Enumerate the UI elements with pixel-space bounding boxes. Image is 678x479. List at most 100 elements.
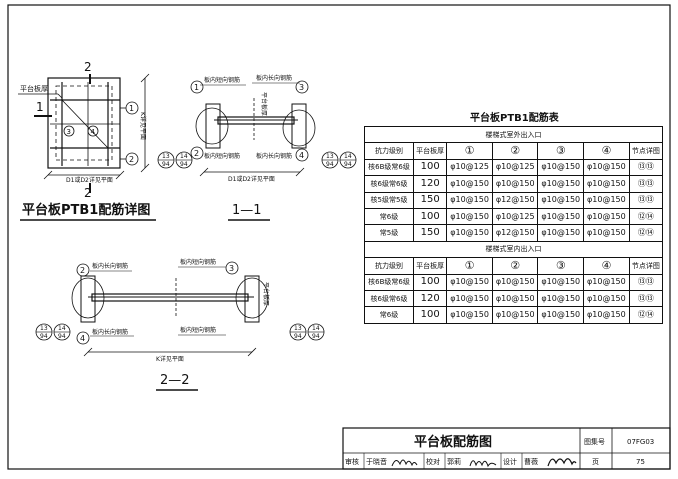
table-cell: φ10@150 [537,207,585,226]
checker-name: 郭莉 [447,457,461,466]
design-label: 设计 [503,457,517,466]
s2-ref-b-bottom: 94 [58,333,66,340]
table-cell: 100 [413,158,448,177]
table-cell: φ10@150 [537,273,585,291]
plan-circle-3: 3 [67,128,71,136]
s1-circle-4: 4 [299,151,304,160]
table-cell: 核6B级常6级 [363,273,415,291]
table-cell: 100 [413,207,448,226]
table-cell: 100 [413,306,448,324]
s1-ref-a-bottom: 94 [162,161,170,168]
table-cell: 核6级常6级 [363,175,415,193]
table-cell: 120 [413,175,448,193]
table-cell: ⑫⑭ [628,207,664,226]
table-cell: φ10@150 [446,191,493,209]
s2-long-bar-label: 板内长向钢筋 [92,262,128,270]
s2-ref-a-bottom: 94 [40,333,48,340]
table-cell: φ10@150 [446,224,493,242]
s1-circle-3: 3 [299,83,304,92]
s1-ref-b-bottom: 94 [180,161,188,168]
s2-short-bar-label: 板内短向钢筋 [180,258,216,266]
table-row: 核5级常5级 150 φ10@150 φ12@150 φ10@150 φ10@1… [363,191,664,209]
checker-signature [469,460,497,468]
header-cell: ① [446,142,493,160]
plan-k-vertical-label: K详见平面 [139,112,147,140]
table-cell: ⑬⑬ [628,289,664,308]
table-row: 常6级 100 φ10@150 φ10@125 φ10@150 φ10@150 … [363,207,664,226]
table-cell: φ10@150 [583,158,630,177]
table-cell: φ12@150 [491,224,539,242]
s1-short-bar-label: 板内短向钢筋 [204,76,240,84]
s2-ref-c-top: 13 [294,325,302,332]
table-cell: 100 [413,273,448,291]
s2-ref-d-bottom: 94 [312,333,320,340]
s1-ref-a-top: 13 [162,153,170,160]
table-cell: φ10@125 [491,207,539,226]
table-cell: φ10@150 [446,207,493,226]
plan-d1-label: D1或D2详见平面 [66,176,113,184]
table-cell: φ10@150 [446,306,493,324]
header-cell: 节点详图 [628,142,664,160]
header-cell: 抗力级别 [363,142,415,160]
header-cell: 抗力级别 [363,257,415,275]
table-cell: φ10@150 [537,191,585,209]
table-cell: φ10@150 [491,175,539,193]
table-group-1-row: 楼梯式室外出入口 [364,125,663,144]
header-cell: 平台板厚 [413,257,448,275]
sheet-frame [7,4,671,470]
table-cell: φ10@150 [583,191,630,209]
designer-name: 曹薇 [524,457,538,466]
table-cell: φ10@150 [537,224,585,242]
table-cell: 150 [413,224,448,242]
plan-circle-4: 4 [91,128,96,136]
review-label: 审核 [345,457,359,466]
reviewer-signature [391,459,418,467]
header-cell: ④ [583,142,630,160]
table-cell: φ10@150 [491,289,539,308]
header-cell: ③ [537,257,585,275]
table-cell: φ10@150 [537,289,585,308]
section-1-1-title: 1—1 [232,203,262,218]
section-mark-2-top: 2 [84,60,92,74]
table-cell: φ10@150 [537,175,585,193]
header-cell: ④ [583,257,630,275]
title-block-title: 平台板配筋图 [414,434,492,450]
s1-d1-label: D1或D2详见平面 [228,175,275,183]
table-cell: φ10@150 [491,306,539,324]
s1-ref-c-top: 13 [326,153,334,160]
table-cell: ⑬⑬ [628,191,664,209]
table-cell: 核6级常6级 [363,289,415,308]
table-cell: φ10@125 [491,158,539,177]
s2-ref-d-top: 14 [312,325,320,332]
section-2-2: 2 板内长向钢筋 板内短向钢筋 3 平台板厚 板内长向钢筋 4 板内短向钢筋 1… [35,258,325,391]
table-cell: 常6级 [363,306,415,324]
s1-ref-c-bottom: 94 [326,161,334,168]
reinforcement-table: 楼梯式室外出入口 抗力级别 平台板厚 ① ② ③ ④ 节点详图 核6B级常6级 … [363,125,664,324]
section-mark-1-left: 1 [36,100,44,114]
plan-circle-2: 2 [129,155,134,164]
header-cell: ③ [537,142,585,160]
reviewer-name: 于晓音 [366,457,387,466]
s2-long-bar-label-2: 板内长向钢筋 [92,328,128,336]
table-cell: 150 [413,191,448,209]
check-label: 校对 [426,457,440,466]
table-cell: φ10@150 [583,306,630,324]
section-mark-2-bottom: 2 [84,186,92,200]
section-1-1: 板内短向钢筋 板内长向钢筋 1 3 平台板厚 2 4 板内短向钢筋 板内长向钢筋… [157,74,357,221]
table-cell: ⑬⑬ [628,158,664,177]
table-cell: 常5级 [363,224,415,242]
table-header-row-2: 抗力级别 平台板厚 ① ② ③ ④ 节点详图 [363,257,664,275]
table-title: 平台板PTB1配筋表 [470,111,560,124]
header-cell: 节点详图 [628,257,664,275]
header-cell: 平台板厚 [413,142,448,160]
s2-circle-3: 3 [229,264,234,273]
table-header-row-1: 抗力级别 平台板厚 ① ② ③ ④ 节点详图 [363,142,664,160]
page-label: 页 [592,458,599,466]
table-cell: 常6级 [363,207,415,226]
s1-long-bar-label: 板内长向钢筋 [256,74,292,82]
header-cell: ② [491,257,539,275]
s2-short-bar-label-2: 板内短向钢筋 [180,326,216,334]
table-cell: φ12@150 [491,191,539,209]
table-cell: φ10@150 [446,273,493,291]
atlas-label: 图集号 [584,437,605,446]
